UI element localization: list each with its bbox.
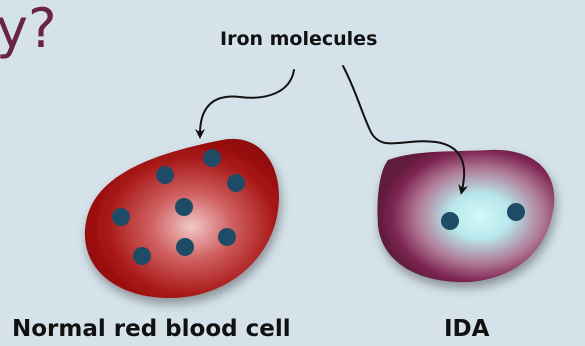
iron-molecules-label: Iron molecules [220,28,377,51]
iron-molecule [133,247,151,265]
iron-molecule [507,203,525,221]
iron-molecule [218,228,236,246]
ida-cell [377,150,554,282]
ida-cell-label: IDA [444,316,489,344]
iron-molecule [441,212,459,230]
callout-arrow-normal [200,70,294,134]
iron-molecule [112,208,130,226]
iron-molecule [203,149,221,167]
iron-molecule [175,198,193,216]
normal-cell-label: Normal red blood cell [12,316,291,344]
iron-molecule [156,166,174,184]
iron-molecule [227,174,245,192]
iron-molecule [176,238,194,256]
heading-fragment: y? [0,2,57,56]
